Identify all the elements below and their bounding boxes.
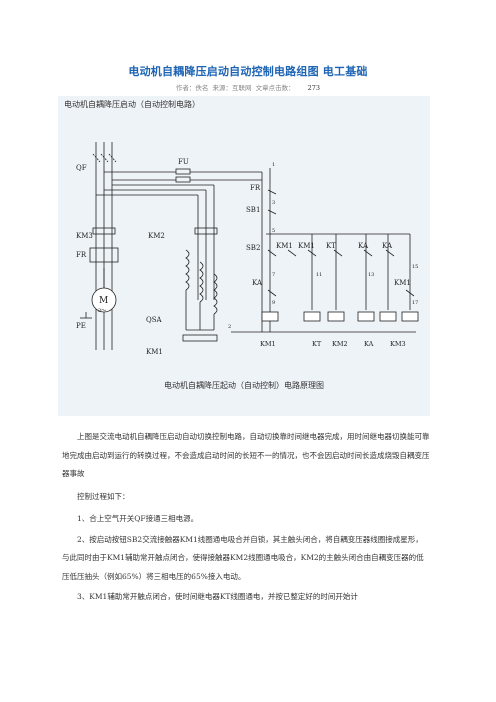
relay-coils — [261, 311, 419, 322]
node-3: 3 — [272, 200, 275, 206]
node-15: 15 — [412, 264, 418, 270]
node-7: 7 — [272, 272, 275, 278]
label-sb1: SB1 — [246, 206, 260, 214]
meta-source: 来源：互联网 — [212, 84, 252, 92]
node-9: 9 — [272, 300, 275, 306]
label-km1-aux: KM1 — [298, 242, 315, 250]
node-5: 5 — [272, 228, 275, 234]
label-km1-17: KM1 — [394, 279, 411, 287]
label-km1-main: KM1 — [146, 348, 163, 356]
meta-author: 作者：佚名 — [175, 84, 209, 92]
article-title: 电动机自耦降压启动自动控制电路组图 电工基础 — [128, 65, 368, 78]
step-item: 2、按启动按钮SB2交流接触器KM1线圈通电吸合并自锁，其主触头闭合，将自耦变压… — [62, 534, 424, 581]
figure-caption: 电动机自耦降压起动（自动控制）电路原理图 — [164, 381, 324, 390]
label-kt-contact: KT — [326, 242, 336, 250]
label-fu: FU — [178, 158, 189, 166]
paragraph: 控制过程如下： — [77, 491, 130, 501]
label-motor: M — [99, 296, 108, 306]
label-fr-main: FR — [76, 251, 87, 259]
meta-hits-label: 文章点击数： — [255, 84, 295, 92]
label-km1-contact: KM1 — [276, 242, 293, 250]
node-2: 2 — [228, 324, 231, 330]
circuit-diagram: QF FU FR SB1 KM3 KM2 FR SB2 KM1 KM1 KT K… — [76, 142, 419, 356]
coil-label-kt: KT — [312, 340, 322, 348]
control-circuit — [262, 168, 416, 333]
label-fr: FR — [250, 184, 261, 192]
paragraph: 上图是交流电动机自耦降压启动自动切换控制电路，自动切换靠时间继电器完成，用时间继… — [62, 432, 430, 478]
diagram-labels: QF FU FR SB1 KM3 KM2 FR SB2 KM1 KM1 KT K… — [76, 158, 418, 356]
figure-panel — [58, 96, 430, 416]
label-ka-contact: KA — [358, 242, 369, 250]
label-sb2: SB2 — [246, 244, 260, 252]
label-qsa: QSA — [146, 316, 163, 324]
node-13: 13 — [368, 272, 374, 278]
label-ka-aux: KA — [382, 242, 393, 250]
label-ka: KA — [252, 279, 263, 287]
label-motor-sub: 3～ — [98, 308, 106, 314]
label-km2: KM2 — [148, 232, 165, 240]
label-pe: PE — [76, 322, 86, 330]
node-11: 11 — [316, 272, 322, 278]
label-qf: QF — [76, 164, 87, 172]
article-body: 上图是交流电动机自耦降压启动自动切换控制电路，自动切换靠时间继电器完成，用时间继… — [62, 428, 430, 609]
label-km3: KM3 — [76, 232, 93, 240]
step-item: 3、KM1辅助常开触点闭合，使时间继电器KT线圈通电，并按已整定好的时间开始计 — [77, 592, 358, 601]
article-meta: 作者：佚名 来源：互联网 文章点击数： 273 — [0, 82, 496, 92]
section-title: 电动机自耦降压启动（自动控制电路） — [64, 100, 200, 109]
node-1: 1 — [272, 162, 275, 168]
coil-label-ka: KA — [364, 340, 374, 348]
meta-hits: 273 — [307, 84, 321, 92]
coil-label-km2: KM2 — [332, 340, 348, 348]
three-phase-lines — [80, 142, 218, 350]
step-item: 1、合上空气开关QF接通三相电源。 — [77, 514, 199, 523]
node-17: 17 — [412, 300, 418, 306]
coil-label-km3: KM3 — [390, 340, 406, 348]
coil-label-km1: KM1 — [260, 340, 276, 348]
fuse-group — [175, 168, 263, 333]
